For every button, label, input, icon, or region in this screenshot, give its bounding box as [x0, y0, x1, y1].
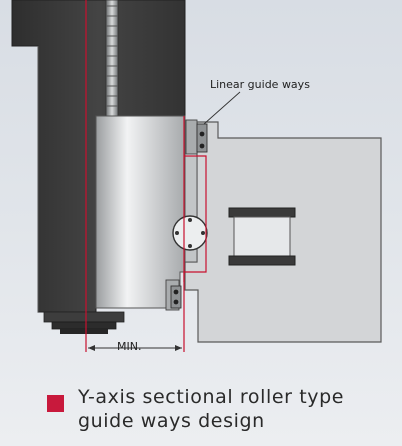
ball-screw — [105, 0, 119, 117]
caption-bullet-square — [47, 395, 64, 412]
caption: Y-axis sectional roller type guide ways … — [47, 385, 344, 433]
upper-guide-block — [185, 119, 198, 155]
spindle-nose-ring — [51, 321, 117, 330]
clamp-bolt — [188, 218, 192, 222]
spindle-nose — [43, 311, 125, 323]
min-arrow-left — [88, 345, 95, 351]
ball-screw-threads — [106, 5, 118, 107]
ram-cylinder — [95, 115, 186, 309]
saddle-window-bottom — [228, 255, 296, 266]
spindle-nose-tip — [60, 329, 108, 334]
sectional-drawing — [11, 0, 382, 352]
guide-contour-red — [183, 155, 207, 282]
guide-ways-label: Linear guide ways — [210, 78, 310, 91]
clamp-bolt — [201, 231, 205, 235]
lower-guide-rail — [170, 285, 182, 309]
min-dimension-label: MIN. — [117, 340, 142, 353]
clamp-ring — [172, 215, 208, 251]
clamp-bolt — [175, 231, 179, 235]
upper-roller — [199, 143, 205, 149]
min-arrow-right — [175, 345, 182, 351]
saddle-window-top — [228, 207, 296, 218]
upper-guide-rail — [196, 123, 208, 153]
clamp-bolt — [188, 244, 192, 248]
upper-roller — [199, 131, 205, 137]
caption-text: Y-axis sectional roller type guide ways … — [78, 385, 344, 433]
caption-line-1: Y-axis sectional roller type — [78, 386, 345, 408]
callout-leader — [203, 91, 241, 125]
lower-roller — [173, 299, 179, 305]
saddle-window — [233, 216, 291, 257]
caption-line-2: guide ways design — [78, 410, 265, 432]
lower-roller — [173, 289, 179, 295]
